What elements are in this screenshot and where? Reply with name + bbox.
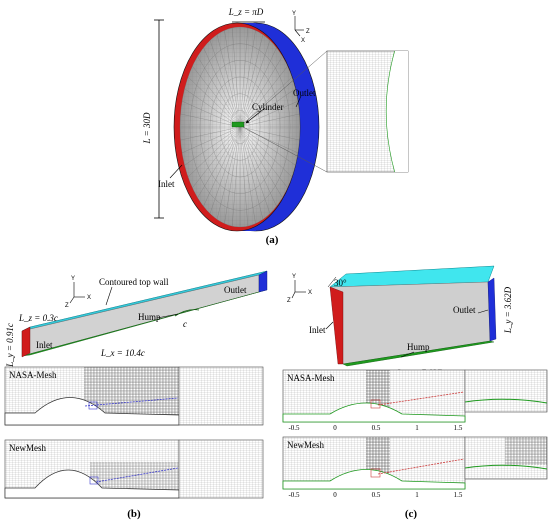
top-wall-label: Contoured top wall	[99, 277, 169, 287]
svg-text:0: 0	[333, 424, 337, 432]
caption-b: (b)	[127, 508, 141, 520]
inlet-wall	[21, 326, 31, 358]
outlet-face-c	[487, 277, 497, 342]
svg-text:Z: Z	[287, 298, 291, 304]
svg-text:X: X	[308, 290, 312, 296]
new-mesh-zoom-c	[464, 436, 548, 480]
ring-mesh-line	[209, 76, 271, 178]
inlet-label-b: Inlet	[36, 340, 53, 350]
svg-text:1.5: 1.5	[454, 424, 463, 432]
svg-text:X: X	[87, 295, 91, 301]
caption-c: (c)	[405, 508, 418, 520]
svg-text:1.5: 1.5	[454, 491, 463, 499]
new-mesh-label-c: NewMesh	[287, 440, 324, 450]
ring-mesh-line	[229, 110, 251, 144]
svg-text:1: 1	[415, 424, 419, 432]
caption-a: (a)	[266, 234, 279, 246]
svg-text:Y: Y	[71, 276, 75, 282]
svg-text:Z: Z	[306, 29, 310, 35]
axes-triad-c: Y X Z	[287, 274, 312, 304]
cylinder	[231, 121, 245, 128]
angle-label: 30°	[334, 278, 347, 288]
panel-c: Y X Z 30° Outlet Inlet Hump L_y = 3.62D …	[282, 265, 548, 520]
ring-mesh-line	[189, 43, 291, 211]
nasa-mesh-view-c: NASA-Mesh	[282, 369, 466, 423]
ticks-bottom-c: -0.5 0 0.5 1 1.5	[288, 491, 462, 499]
outlet-label-b: Outlet	[224, 285, 247, 295]
panel-b: Y X Z Contoured top wall Outlet Hump c L…	[4, 270, 268, 520]
new-mesh-label-b: NewMesh	[9, 443, 46, 453]
nasa-mesh-label-c: NASA-Mesh	[287, 373, 335, 383]
height-label: L = 30D	[142, 112, 152, 144]
span-label: L_z = πD	[228, 7, 264, 17]
axes-triad-a: Y Z X	[292, 11, 310, 44]
hump-label-c: Hump	[407, 342, 430, 352]
height-label-b: L_y = 0.91c	[5, 323, 15, 368]
outlet-label-c: Outlet	[453, 305, 476, 315]
nasa-mesh-zoom-c	[464, 369, 548, 413]
svg-text:-0.5: -0.5	[288, 491, 300, 499]
ring-mesh-line	[199, 60, 281, 194]
svg-text:0.5: 0.5	[372, 424, 381, 432]
svg-text:X: X	[301, 38, 305, 44]
svg-text:0.5: 0.5	[372, 491, 381, 499]
new-mesh-view-c: NewMesh	[282, 436, 466, 490]
outlet-label: Outlet	[293, 88, 316, 98]
cylinder-label: Cylinder	[252, 102, 284, 112]
nasa-mesh-view-b: NASA-Mesh	[4, 366, 180, 426]
ticks-top-c: -0.5 0 0.5 1 1.5	[288, 424, 462, 432]
hump-floor-c	[342, 340, 495, 367]
svg-text:Z: Z	[65, 303, 69, 309]
new-mesh-view-b: NewMesh	[4, 439, 180, 499]
nasa-mesh-label-b: NASA-Mesh	[9, 370, 57, 380]
inlet-label: Inlet	[158, 179, 175, 189]
inlet-label-c: Inlet	[309, 325, 326, 335]
length-label-b: L_x = 10.4c	[100, 348, 145, 358]
outlet-wall	[258, 270, 268, 293]
ring-mesh-line	[219, 93, 261, 161]
inlet-face-c	[329, 286, 344, 365]
hump-label-b: Hump	[138, 312, 161, 322]
nasa-mesh-zoom-b	[178, 366, 264, 426]
svg-text:1: 1	[415, 491, 419, 499]
span-label-b: L_z = 0.3c	[18, 313, 58, 323]
height-label-c: L_y = 3.62D	[503, 286, 513, 334]
svg-text:Y: Y	[292, 274, 296, 280]
chord-label: c	[183, 319, 187, 329]
svg-text:Y: Y	[292, 11, 296, 17]
axes-triad-b: Y X Z	[65, 276, 91, 309]
mesh-inset	[326, 50, 409, 173]
new-mesh-zoom-b	[178, 439, 264, 499]
ring-mesh-line	[179, 26, 301, 228]
svg-text:0: 0	[333, 491, 337, 499]
svg-text:-0.5: -0.5	[288, 424, 300, 432]
panel-a: L = 30D L_z = πD Cylinder Outlet	[142, 7, 409, 246]
